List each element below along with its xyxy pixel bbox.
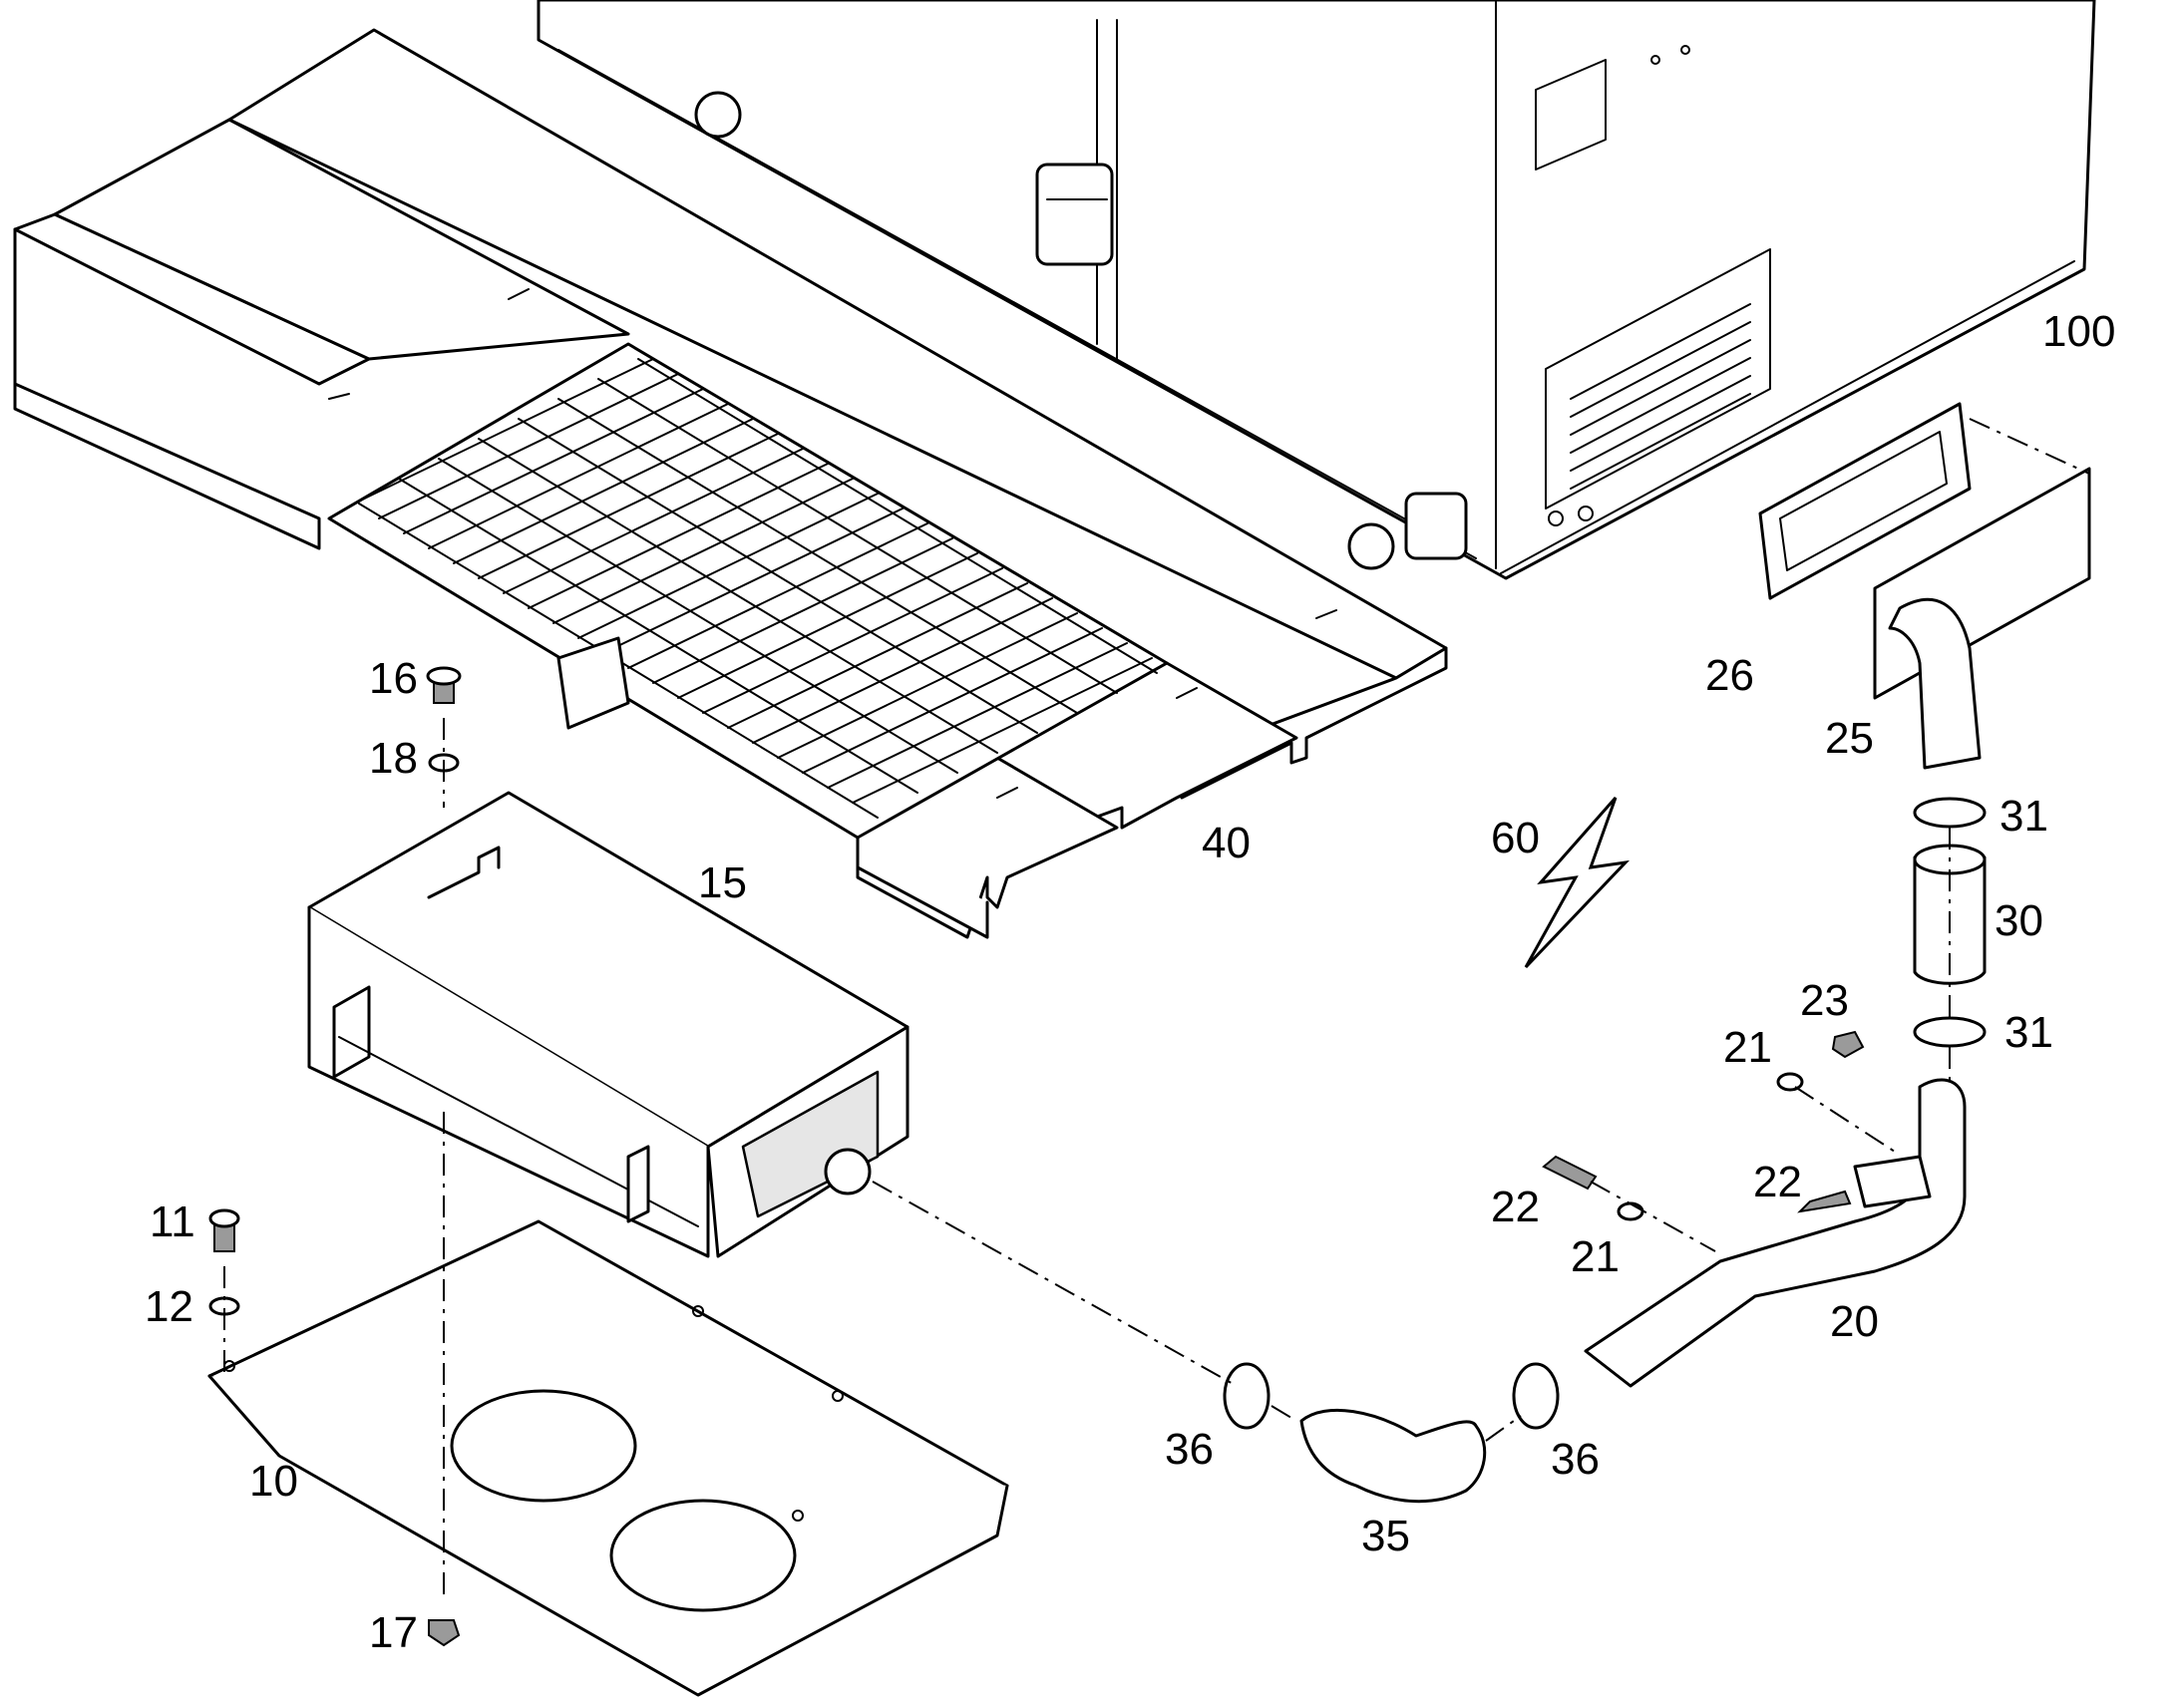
electrical-hazard-icon xyxy=(1524,797,1631,969)
callout-22-left: 22 xyxy=(1491,1183,1540,1231)
bolt-22-right xyxy=(1797,1190,1852,1213)
callout-31-bottom: 31 xyxy=(2004,1008,2053,1057)
callout-60: 60 xyxy=(1491,814,1540,862)
callout-10: 10 xyxy=(249,1457,298,1506)
clamp-31-top xyxy=(1913,797,1987,829)
callout-26: 26 xyxy=(1705,651,1754,700)
machine-housing xyxy=(537,0,2096,580)
clamp-36-right xyxy=(1512,1362,1560,1430)
callout-31-top: 31 xyxy=(1999,792,2048,841)
callout-40: 40 xyxy=(1202,819,1251,867)
callout-22-right: 22 xyxy=(1753,1158,1802,1206)
callout-36-right: 36 xyxy=(1551,1435,1600,1484)
callout-35: 35 xyxy=(1361,1512,1410,1560)
clamp-31-bottom xyxy=(1913,1016,1987,1048)
callout-labels: 100 26 25 31 30 23 31 21 22 22 21 20 60 … xyxy=(145,307,2115,1657)
gasket-26 xyxy=(1758,402,1972,600)
callout-16: 16 xyxy=(369,654,418,703)
bolt-16 xyxy=(426,666,462,704)
base-tray xyxy=(207,1219,1009,1697)
callout-21-top: 21 xyxy=(1723,1023,1772,1072)
callout-12: 12 xyxy=(145,1282,193,1331)
washer-21-top xyxy=(1776,1072,1804,1092)
bolt-11 xyxy=(208,1208,240,1252)
callout-36-left: 36 xyxy=(1165,1425,1214,1474)
callout-30: 30 xyxy=(1995,896,2043,945)
nut-17 xyxy=(428,1619,461,1647)
callout-15: 15 xyxy=(698,858,747,907)
assembly-leader-lines xyxy=(223,418,2090,1595)
callout-23: 23 xyxy=(1800,976,1849,1025)
callout-100: 100 xyxy=(2042,307,2115,356)
hose-35 xyxy=(1299,1408,1487,1504)
callout-17: 17 xyxy=(369,1608,418,1657)
exhaust-pipe-20 xyxy=(1584,1078,1967,1388)
callout-21-bottom: 21 xyxy=(1571,1232,1620,1281)
callout-25: 25 xyxy=(1825,714,1874,763)
clamp-36-left xyxy=(1223,1362,1271,1430)
callout-20: 20 xyxy=(1830,1297,1879,1346)
nut-23 xyxy=(1831,1030,1865,1059)
pipe-bracket xyxy=(1853,1155,1932,1208)
callout-11: 11 xyxy=(150,1197,195,1246)
elbow-25 xyxy=(1888,597,1982,770)
washer-21-bottom xyxy=(1617,1201,1644,1221)
floor-panels xyxy=(13,28,1448,939)
bolt-22-left xyxy=(1542,1155,1598,1191)
box-unit xyxy=(307,791,909,1258)
callout-18: 18 xyxy=(369,734,418,783)
